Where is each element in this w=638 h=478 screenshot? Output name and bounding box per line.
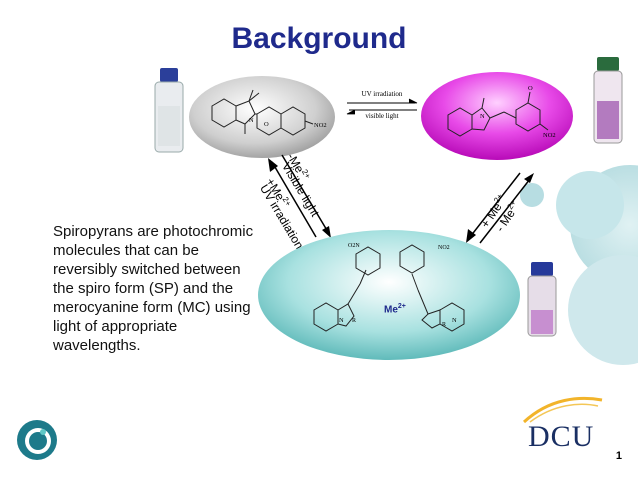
dcu-logo-swoosh xyxy=(522,396,603,424)
svg-text:N: N xyxy=(452,317,457,324)
svg-text:R: R xyxy=(442,322,446,328)
svg-text:NO2: NO2 xyxy=(438,245,450,251)
vial-complex-image xyxy=(527,262,557,337)
top-backward-label: visible light xyxy=(365,112,399,120)
bg-circle-mid xyxy=(556,171,624,239)
sp-no2-label: NO2 xyxy=(314,122,327,129)
vial-mc-image xyxy=(593,57,623,144)
vial-sp-image xyxy=(154,68,184,153)
svg-text:O2N: O2N xyxy=(348,243,360,249)
mc-molecule-ellipse: N O xyxy=(421,72,573,160)
svg-text:O: O xyxy=(528,85,533,92)
left-diagonal-arrows xyxy=(268,154,331,238)
dcu-logo-text: DCU xyxy=(528,420,595,453)
sp-n-label: N xyxy=(249,117,254,124)
bg-circle-small xyxy=(520,183,544,207)
top-forward-label: UV irradiation xyxy=(361,90,403,98)
svg-text:R: R xyxy=(352,318,356,324)
institute-logo-icon xyxy=(17,420,57,460)
bg-circle-low xyxy=(568,255,638,365)
equilibrium-arrows-top xyxy=(346,98,418,115)
mc-no2-label: NO2 xyxy=(543,132,556,139)
complex-molecule-ellipse: O2N NO2 N N R R xyxy=(258,230,520,360)
sp-molecule-ellipse: N O xyxy=(189,76,335,158)
svg-text:O: O xyxy=(264,121,269,128)
svg-text:N: N xyxy=(339,317,344,324)
complex-metal-label: Me2+ xyxy=(384,303,406,316)
slide-title: Background xyxy=(231,22,407,55)
svg-text:N: N xyxy=(480,113,485,120)
page-number: 1 xyxy=(615,450,622,462)
right-diagonal-arrows xyxy=(466,172,534,244)
body-text: Spiropyrans are photochromic molecules t… xyxy=(53,223,254,354)
